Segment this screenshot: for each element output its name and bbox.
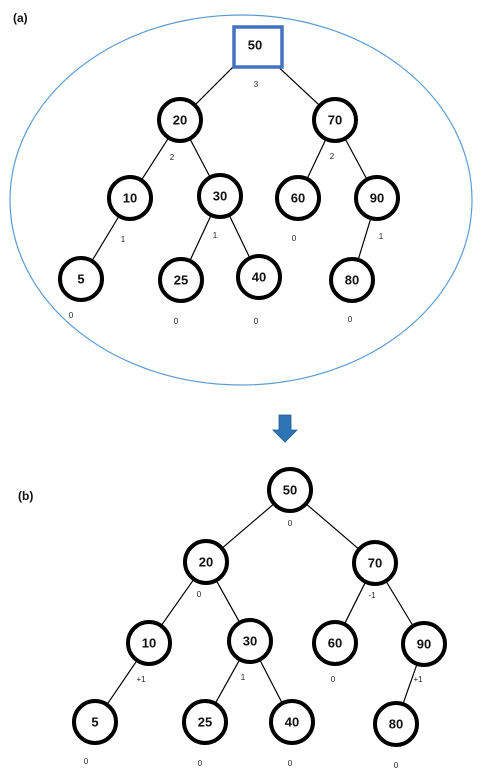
balance-factor-label: 0 [288,759,293,768]
tree-node-circle [227,618,273,664]
edge-a-20-30 [189,138,211,178]
tree-node-circle [107,175,153,221]
node-value-label: 90 [370,190,384,205]
node-value-label: 5 [77,271,84,286]
node-value-label: 50 [248,37,262,52]
node-value-label: 10 [142,635,156,650]
balance-factor-label: 0 [84,757,89,766]
node-value-label: 50 [283,482,297,497]
tree-node-circle [312,620,358,666]
tree-node-circle [354,175,400,221]
balance-factor-label: 1 [379,232,384,241]
panel-a-ellipse [9,14,473,386]
edge-a-30-40 [228,214,251,259]
edge-b-30-40 [259,659,283,704]
edge-b-20-10 [160,578,195,627]
tree-node-circle [236,254,282,300]
tree-node-circle [183,539,229,585]
tree-node-circle [329,257,375,303]
tree-node-circle [267,467,313,513]
node-value-label: 80 [345,272,359,287]
tree-node-circle [126,620,172,666]
balance-factor-label: 3 [254,80,259,89]
node-value-label: 25 [174,272,188,287]
tree-node-circle [158,257,204,303]
tree-node-circle [182,699,228,745]
balance-factor-label: 0 [174,317,179,326]
node-value-label: 60 [328,635,342,650]
balance-factor-label: 0 [198,759,203,768]
tree-node-circle [352,540,398,586]
edge-a-70-60 [306,138,327,180]
tree-node-circle [197,173,243,219]
balance-factor-label: 0 [394,761,399,770]
edge-a-70-90 [344,138,368,180]
tree-node-circle [312,97,358,143]
edge-b-20-30 [215,580,241,623]
node-value-label: 80 [389,716,403,731]
edge-b-30-25 [214,659,241,704]
node-value-label: 90 [417,636,431,651]
tree-node-circle [275,175,321,221]
balance-factor-label: 0 [331,675,336,684]
balance-factor-label: 0 [254,317,259,326]
node-value-label: 30 [213,188,227,203]
node-value-label: 10 [123,190,137,205]
tree-node-circle [72,699,118,745]
root-node-box [232,25,284,69]
edge-a-20-10 [140,137,170,181]
tree-node-circle [373,701,419,747]
node-value-label: 20 [199,554,213,569]
tree-node-circle [269,699,315,745]
balance-factor-label: -1 [368,591,376,600]
edge-b-70-90 [385,580,414,627]
node-value-label: 70 [328,112,342,127]
edge-b-50-20 [221,503,275,549]
edge-a-10-5 [91,215,120,262]
balance-factor-label: 0 [292,234,297,243]
edge-a-30-25 [189,214,212,262]
balance-factor-label: 0 [197,590,202,599]
balance-factor-label: 1 [241,673,246,682]
node-value-label: 70 [368,555,382,570]
balance-factor-label: 1 [121,235,126,244]
balance-factor-label: 1 [213,231,218,240]
balance-factor-label: 0 [69,311,74,320]
balance-factor-label: 0 [288,519,293,528]
node-value-label: 25 [198,714,212,729]
edge-a-90-80 [357,217,372,261]
balance-factor-label: 2 [170,153,175,162]
edge-b-50-70 [305,503,360,550]
tree-node-circle [401,621,447,667]
node-value-label: 40 [285,714,299,729]
node-value-label: 20 [173,112,187,127]
node-value-label: 30 [243,633,257,648]
panel-a-tag: (a) [13,11,28,25]
down-arrow-icon [272,414,298,443]
balance-factor-label: 2 [330,152,335,161]
balance-factor-label: 0 [348,315,353,324]
node-value-label: 60 [291,190,305,205]
panel-b-tag: (b) [18,489,33,503]
edge-b-90-80 [402,663,418,705]
edge-b-70-60 [343,581,367,625]
tree-node-circle [58,256,104,302]
balance-factor-label: +1 [136,675,146,684]
node-value-label: 5 [91,714,98,729]
node-value-label: 40 [252,269,266,284]
edge-b-10-5 [106,659,138,706]
tree-node-circle [157,97,203,143]
balance-factor-label: +1 [413,675,423,684]
